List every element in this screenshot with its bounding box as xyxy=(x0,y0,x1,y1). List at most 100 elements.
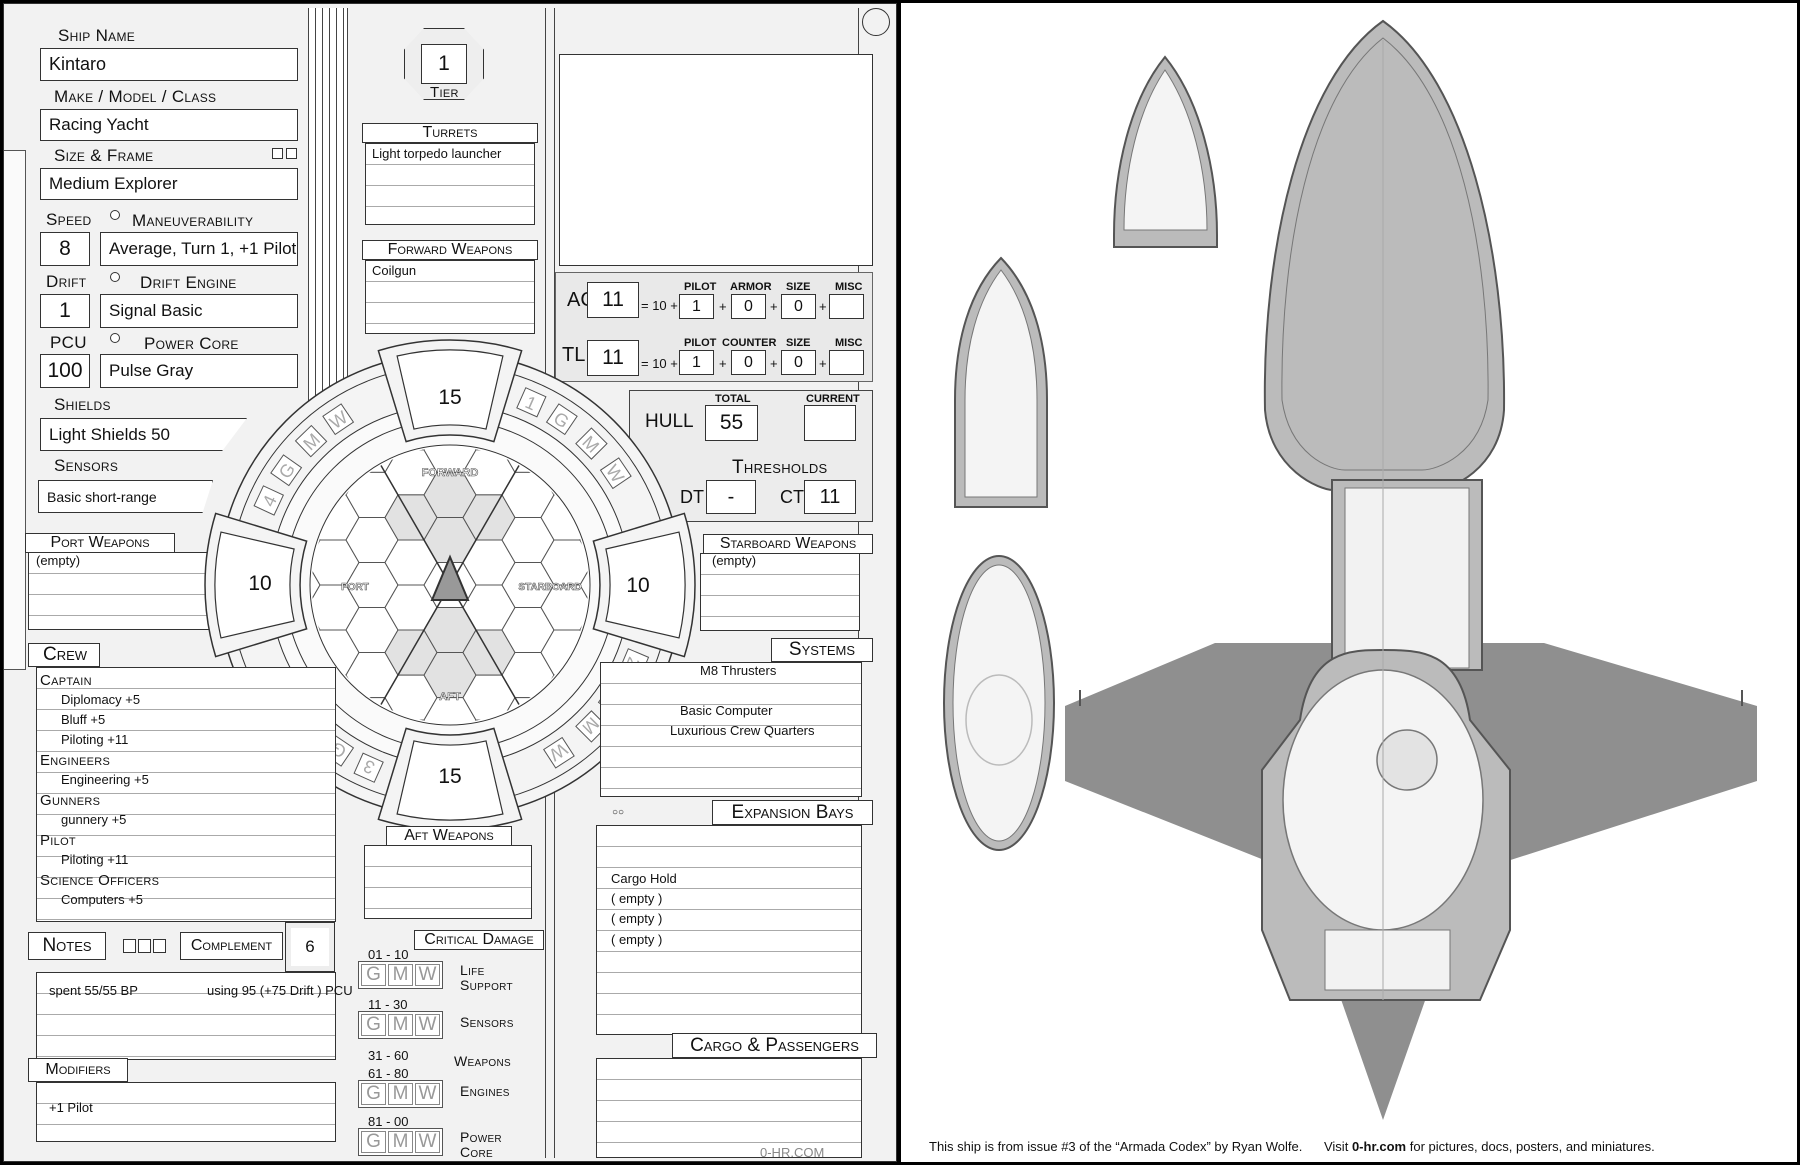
port-weapons-list[interactable] xyxy=(28,552,218,630)
ac-size-field[interactable]: 0 xyxy=(781,294,816,319)
critical-gmw-box[interactable]: M xyxy=(388,964,413,986)
checkbox[interactable] xyxy=(138,939,151,953)
ac-pilot-label: PILOT xyxy=(684,281,717,293)
sensors-field[interactable]: Basic short-range xyxy=(38,480,213,513)
ring-tile: 3 xyxy=(353,752,384,783)
ship-image-box[interactable] xyxy=(559,54,873,266)
crew-list[interactable] xyxy=(36,667,336,922)
radio-circle[interactable] xyxy=(110,272,120,282)
notes-area[interactable] xyxy=(36,972,336,1060)
critical-gmw-box[interactable]: G xyxy=(361,964,386,986)
ac-armor-label: ARMOR xyxy=(730,281,772,293)
tl-misc-field[interactable] xyxy=(829,350,864,375)
power-core-field[interactable]: Pulse Gray xyxy=(100,354,298,388)
size-field[interactable]: Medium Explorer xyxy=(40,168,298,200)
critical-gmw-box[interactable]: W xyxy=(415,964,440,986)
systems-list[interactable] xyxy=(600,662,862,797)
maneuver-field[interactable]: Average, Turn 1, +1 Pilot xyxy=(100,232,298,266)
forward-shield-value[interactable]: 15 xyxy=(438,386,462,409)
ac-pilot-field[interactable]: 1 xyxy=(679,294,714,319)
hull-total-label: TOTAL xyxy=(715,393,751,405)
drift-engine-field[interactable]: Signal Basic xyxy=(100,294,298,328)
tl-counter-field[interactable]: 0 xyxy=(731,350,766,375)
critical-gmw-box[interactable]: W xyxy=(415,1083,440,1105)
drift-engine-label: Drift Engine xyxy=(140,273,237,292)
hull-current-field[interactable] xyxy=(804,405,856,441)
tier-field[interactable]: 1 xyxy=(421,44,467,84)
turret-item: Light torpedo launcher xyxy=(372,146,502,161)
shields-field[interactable]: Light Shields 50 xyxy=(40,418,247,451)
footer-credit-text: This ship is from issue #3 of the “Armad… xyxy=(929,1139,1303,1154)
ac-misc-label: MISC xyxy=(835,281,863,293)
crew-header: Crew xyxy=(28,643,100,667)
drift-label: Drift xyxy=(46,272,87,291)
hull-total-field[interactable]: 55 xyxy=(705,405,758,441)
aft-shield-value[interactable]: 15 xyxy=(438,765,462,788)
crew-role: Pilot xyxy=(40,832,76,849)
critical-gmw-box[interactable]: M xyxy=(388,1014,413,1036)
cargo-list[interactable] xyxy=(596,1058,862,1158)
forward-shield-box xyxy=(396,349,504,430)
aft-weapons-list[interactable] xyxy=(364,845,532,919)
hex-cell xyxy=(580,292,632,337)
starboard-weapons-list[interactable] xyxy=(700,553,860,631)
critical-gmw-box[interactable]: G xyxy=(361,1083,386,1105)
starboard-shield-value[interactable]: 10 xyxy=(626,574,650,597)
expansion-bays-list[interactable] xyxy=(596,825,862,1035)
ac-misc-field[interactable] xyxy=(829,294,864,319)
dt-field[interactable]: - xyxy=(706,480,756,514)
critical-gmw-box[interactable]: W xyxy=(415,1131,440,1153)
checkbox[interactable] xyxy=(123,939,136,953)
complement-field[interactable]: 6 xyxy=(285,922,335,972)
size-checkbox[interactable] xyxy=(286,148,297,159)
ct-field[interactable]: 11 xyxy=(804,480,856,514)
footer-site-link[interactable]: 0-hr.com xyxy=(1351,1139,1407,1154)
forward-weapons-list[interactable] xyxy=(365,260,535,334)
hex-cell xyxy=(619,315,671,360)
critical-gmw-box[interactable]: W xyxy=(415,1014,440,1036)
sheet-credit: 0-HR.COM xyxy=(760,1145,825,1160)
speed-field[interactable]: 8 xyxy=(40,232,90,266)
critical-gmw-box[interactable]: G xyxy=(361,1014,386,1036)
forward-weapon-item: Coilgun xyxy=(372,263,417,278)
critical-gmw-box[interactable]: M xyxy=(388,1131,413,1153)
size-checkbox[interactable] xyxy=(272,148,283,159)
make-field[interactable]: Racing Yacht xyxy=(40,109,298,141)
modifiers-area[interactable] xyxy=(36,1082,336,1142)
tl-pilot-label: PILOT xyxy=(684,337,717,349)
ship-name-field[interactable]: Kintaro xyxy=(40,48,298,81)
hex-cell xyxy=(541,315,593,360)
maneuver-label: Maneuverability xyxy=(132,211,254,230)
turrets-list[interactable] xyxy=(365,143,535,225)
radio-circle[interactable] xyxy=(110,210,120,220)
ct-label: CT xyxy=(780,487,804,507)
ring-tile: G xyxy=(270,454,303,487)
crew-role: Engineers xyxy=(40,752,111,769)
ac-armor-field[interactable]: 0 xyxy=(731,294,766,319)
drift-field[interactable]: 1 xyxy=(40,294,90,328)
ship-heading-icon xyxy=(430,554,470,601)
tl-field[interactable]: 11 xyxy=(587,340,639,376)
frame-circle xyxy=(862,8,890,36)
system-item: Luxurious Crew Quarters xyxy=(670,723,815,738)
critical-range: 31 - 60 xyxy=(368,1048,409,1063)
critical-gmw-box[interactable]: G xyxy=(361,1131,386,1153)
notes-pcu: using 95 (+75 Drift ) PCU xyxy=(207,983,353,998)
ac-field[interactable]: 11 xyxy=(587,282,639,318)
pcu-field[interactable]: 100 xyxy=(40,354,90,388)
hex-cell xyxy=(268,292,320,337)
hex-cell xyxy=(579,517,588,563)
radio-circle[interactable] xyxy=(110,333,120,343)
arc-divider xyxy=(449,584,521,707)
ship-deckplan-panel: This ship is from issue #3 of the “Armad… xyxy=(901,3,1797,1162)
port-shield-value[interactable]: 10 xyxy=(248,572,272,595)
critical-gmw-box[interactable]: M xyxy=(388,1083,413,1105)
tl-size-field[interactable]: 0 xyxy=(781,350,816,375)
starboard-shield-box xyxy=(605,531,686,639)
tl-pilot-field[interactable]: 1 xyxy=(679,350,714,375)
checkbox[interactable] xyxy=(153,939,166,953)
